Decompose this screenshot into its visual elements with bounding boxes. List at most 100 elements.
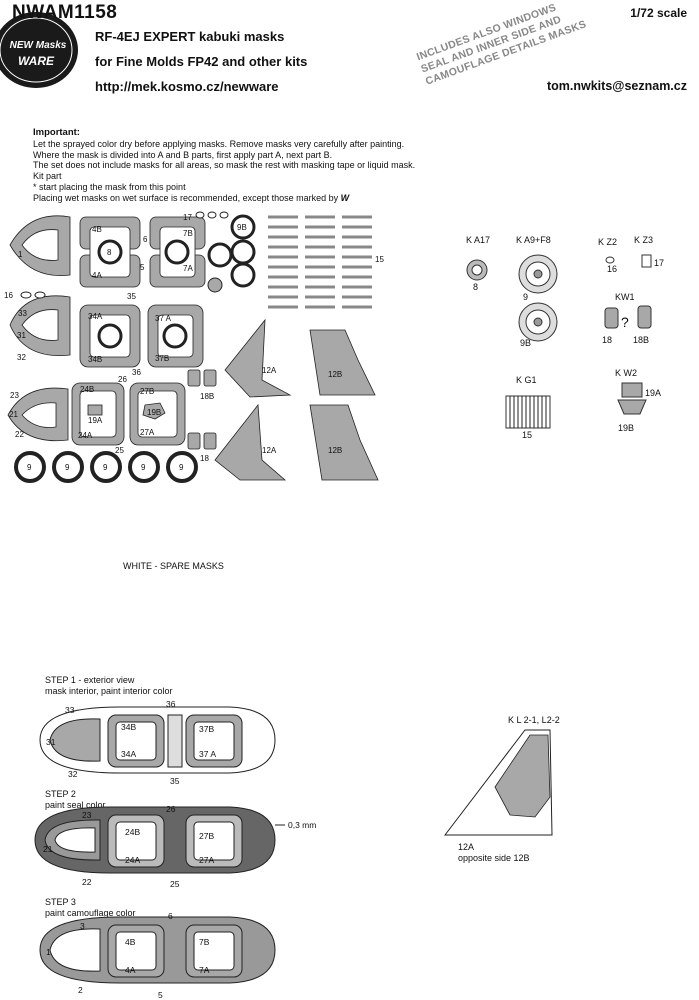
- label-15: 15: [375, 255, 384, 264]
- label-34b: 34B: [88, 355, 102, 364]
- kit-part-kz3-num: 17: [654, 258, 664, 268]
- label-22: 22: [15, 430, 24, 439]
- kit-part-ka17-num: 8: [473, 282, 478, 292]
- kl-label: 12A: [458, 842, 475, 852]
- step1-title: STEP 1 - exterior view: [45, 675, 135, 685]
- logo-line1: NEW Masks: [10, 40, 67, 51]
- label-8: 8: [107, 248, 112, 257]
- instructions-notes: Important: Let the sprayed color dry bef…: [33, 127, 415, 204]
- kit-part-kw1: KW1: [615, 292, 635, 302]
- spare-masks-label: WHITE - SPARE MASKS: [123, 561, 224, 571]
- label-37b: 37B: [155, 354, 169, 363]
- label-25: 25: [115, 446, 124, 455]
- kit-part-kg1-num: 15: [522, 430, 532, 440]
- contact-email[interactable]: tom.nwkits@seznam.cz: [546, 79, 687, 93]
- step3-title: STEP 3: [45, 897, 76, 907]
- step-label-31: 31: [46, 737, 56, 747]
- kit-part-kw1-18b: 18B: [633, 335, 649, 345]
- includes-stamp: INCLUDES ALSO WINDOWS SEAL AND INNER SID…: [415, 0, 644, 89]
- mask-12b-bottom: [309, 404, 379, 481]
- label-36: 36: [132, 368, 141, 377]
- label-24a: 24A: [78, 431, 93, 440]
- step-label-37b: 37B: [199, 724, 214, 734]
- kit-part-ka9: K A9+F8: [516, 235, 551, 245]
- mask-18b-a: [187, 369, 201, 387]
- label-17: 17: [183, 213, 192, 222]
- label-4a: 4A: [92, 271, 102, 280]
- step1-subtitle: mask interior, paint interior color: [45, 686, 173, 696]
- step-label-32: 32: [68, 769, 78, 779]
- step-label-1: 1: [46, 947, 51, 957]
- seal-dimension: 0,3 mm: [288, 820, 316, 830]
- label-24b: 24B: [80, 385, 94, 394]
- notes-heading: Important:: [33, 127, 80, 138]
- label-9b: 9B: [237, 223, 247, 232]
- step-label-26: 26: [166, 804, 176, 814]
- step2-subtitle: paint seal color: [45, 800, 106, 810]
- kit-part-kw2-19b: 19B: [618, 423, 634, 433]
- label-37a: 37 A: [155, 314, 172, 323]
- kit-part-ka17: K A17: [466, 235, 490, 245]
- product-subtitle: for Fine Molds FP42 and other kits: [95, 54, 308, 69]
- label-18: 18: [200, 454, 209, 463]
- note-line: Let the sprayed color dry before applyin…: [33, 138, 405, 149]
- kit-part-kz2: K Z2: [598, 237, 617, 247]
- step2-title: STEP 2: [45, 789, 76, 799]
- step-label-22: 22: [82, 877, 92, 887]
- note-line-wet: Placing wet masks on wet surface is reco…: [33, 192, 350, 203]
- kl-title: K L 2-1, L2-2: [508, 715, 560, 725]
- step3-subtitle: paint camouflage color: [45, 908, 136, 918]
- step-label-5: 5: [158, 990, 163, 1000]
- step-label-27b: 27B: [199, 831, 214, 841]
- kit-part-kz2-num: 16: [607, 264, 617, 274]
- label-33: 33: [18, 309, 27, 318]
- label-18b: 18B: [200, 392, 214, 401]
- kit-part-kw1-18: 18: [602, 335, 612, 345]
- mask-12b-top: [309, 329, 376, 396]
- label-1: 1: [18, 250, 23, 259]
- label-21: 21: [9, 410, 18, 419]
- step-label-23: 23: [82, 810, 92, 820]
- note-line: Kit part: [33, 171, 62, 182]
- label-12b: 12B: [328, 370, 342, 379]
- step-label-27a: 27A: [199, 855, 214, 865]
- label-12b: 12B: [328, 446, 342, 455]
- label-27a: 27A: [140, 428, 155, 437]
- kit-part-kz3: K Z3: [634, 235, 653, 245]
- kit-part-question: ?: [621, 314, 629, 330]
- kit-part-kw2-19a: 19A: [645, 388, 661, 398]
- label-7b: 7B: [183, 229, 193, 238]
- scale-label: 1/72 scale: [630, 6, 687, 20]
- label-9: 9: [103, 463, 108, 472]
- website-link[interactable]: http://mek.kosmo.cz/newware: [95, 79, 279, 94]
- step-label-34a: 34A: [121, 749, 136, 759]
- step-label-7b: 7B: [199, 937, 210, 947]
- label-26: 26: [118, 375, 127, 384]
- step-label-24a: 24A: [125, 855, 140, 865]
- step-label-34b: 34B: [121, 722, 136, 732]
- label-27b: 27B: [140, 387, 154, 396]
- mask-19b: [142, 402, 166, 420]
- mask-12a-top: [224, 318, 292, 398]
- step-label-36: 36: [166, 699, 176, 709]
- kit-part-kg1: K G1: [516, 375, 537, 385]
- label-5: 5: [140, 263, 145, 272]
- logo-line2: WARE: [18, 54, 55, 68]
- label-7a: 7A: [183, 264, 193, 273]
- wet-mask-icon: W: [340, 192, 350, 203]
- step-label-6: 6: [168, 911, 173, 921]
- label-16: 16: [4, 291, 13, 300]
- mask-12a-bottom: [214, 403, 287, 481]
- note-line: The set does not include masks for all a…: [33, 160, 416, 171]
- step-label-35: 35: [170, 776, 180, 786]
- label-12a: 12A: [262, 366, 277, 375]
- product-title: RF-4EJ EXPERT kabuki masks: [95, 29, 285, 44]
- label-19a: 19A: [88, 416, 103, 425]
- kit-part-ka9-9: 9: [523, 292, 528, 302]
- note-line: Where the mask is divided into A and B p…: [33, 149, 333, 160]
- label-32: 32: [17, 353, 26, 362]
- mask-sheet: 17 9B 15 4B 7B 6 1 4A 5 7A 8 16 35 33 34…: [4, 211, 384, 483]
- mask-18-a: [187, 432, 201, 450]
- product-code: NWAM1158: [12, 2, 118, 23]
- mask-18b-b: [203, 369, 217, 387]
